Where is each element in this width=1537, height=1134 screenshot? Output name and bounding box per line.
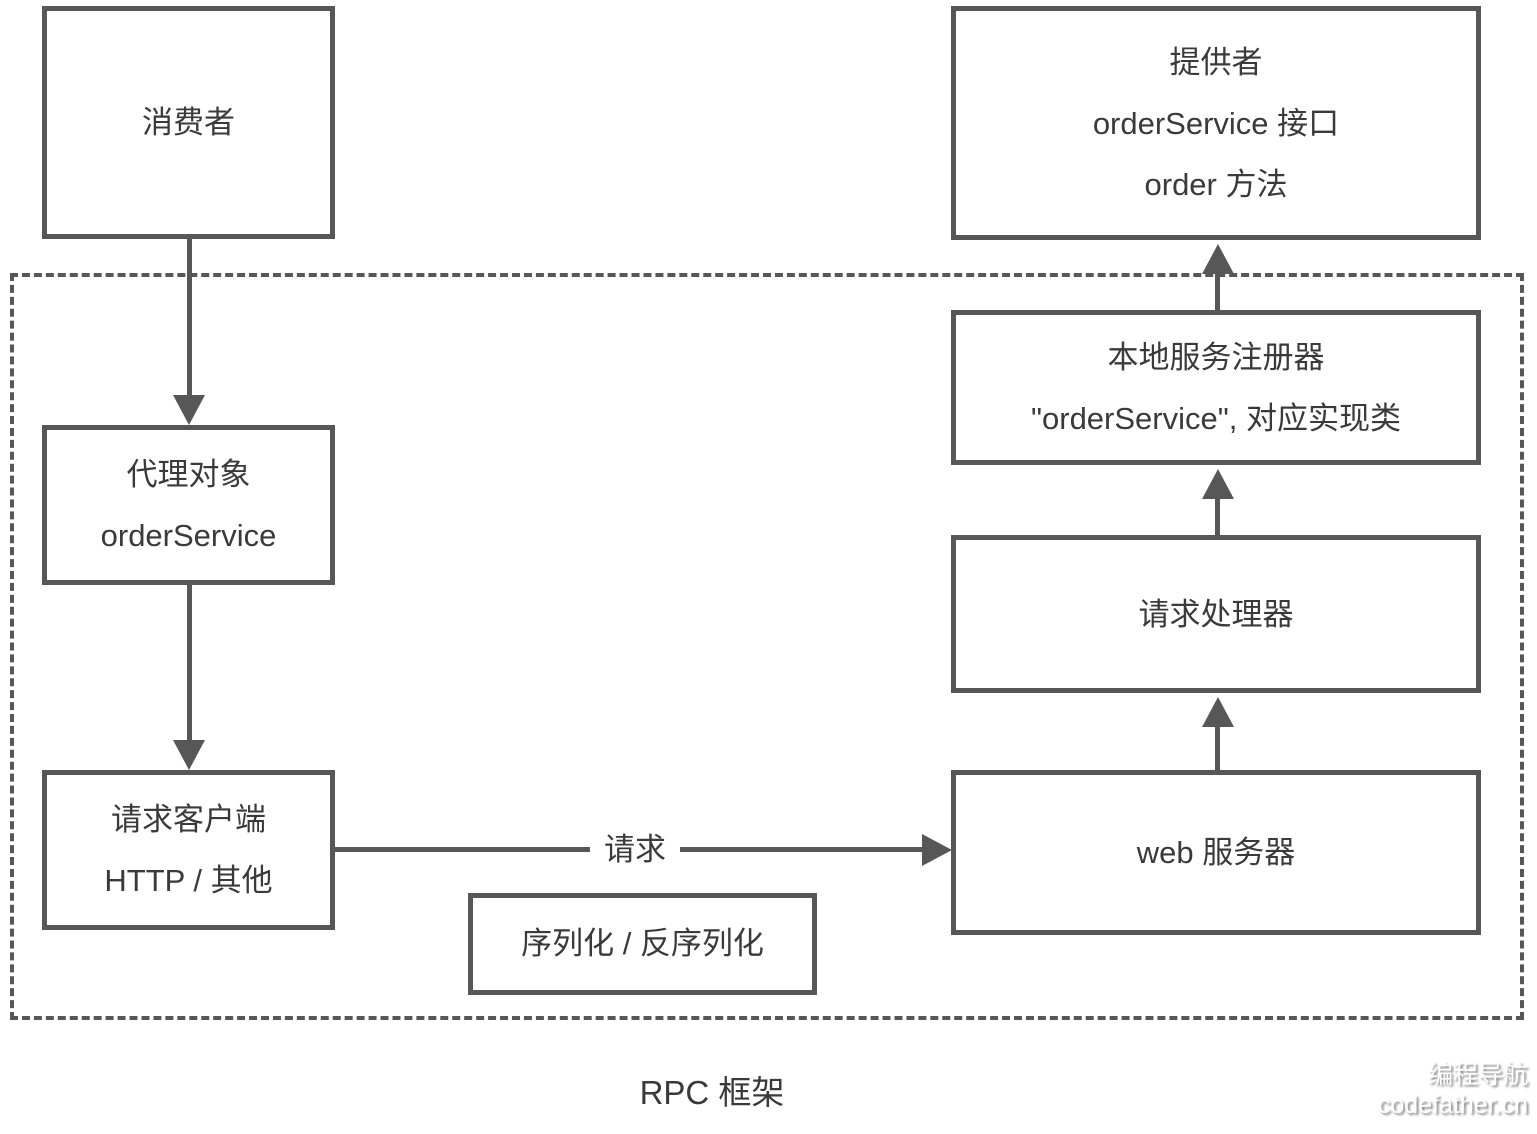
consumer-label: 消费者 (142, 105, 235, 140)
proxy-object-label: 代理对象 (126, 457, 251, 492)
web-server-box: web 服务器 (951, 770, 1481, 935)
provider-method-label: order 方法 (1144, 166, 1288, 202)
local-registry-box: 本地服务注册器 "orderService", 对应实现类 (951, 310, 1481, 465)
local-registry-mapping-label: "orderService", 对应实现类 (1031, 400, 1401, 436)
serializer-label: 序列化 / 反序列化 (521, 926, 764, 961)
provider-interface-label: orderService 接口 (1092, 105, 1340, 141)
request-client-protocol-label: HTTP / 其他 (104, 863, 273, 898)
proxy-object-service-label: orderService (100, 518, 277, 553)
serializer-box: 序列化 / 反序列化 (468, 893, 817, 995)
request-handler-box: 请求处理器 (951, 535, 1481, 693)
request-arrow-label: 请求 (590, 827, 680, 873)
request-client-box: 请求客户端 HTTP / 其他 (42, 770, 335, 930)
arrow-line (1215, 497, 1220, 535)
arrow-head-down-icon (173, 395, 205, 425)
arrow-line (1215, 725, 1220, 770)
arrow-line (1215, 272, 1220, 310)
arrow-head-up-icon (1202, 697, 1234, 727)
arrow-line (187, 239, 192, 397)
request-handler-label: 请求处理器 (1138, 596, 1294, 632)
provider-label: 提供者 (1169, 44, 1263, 80)
web-server-label: web 服务器 (1136, 835, 1296, 870)
proxy-object-box: 代理对象 orderService (42, 425, 335, 585)
arrow-head-up-icon (1202, 244, 1234, 274)
arrow-head-down-icon (173, 740, 205, 770)
arrow-line (187, 585, 192, 742)
local-registry-label: 本地服务注册器 (1107, 339, 1325, 375)
rpc-framework-dashed-boundary (10, 273, 1524, 1020)
watermark-brand: 编程导航 (1427, 1061, 1528, 1089)
watermark-url: codefather.cn (1377, 1091, 1528, 1119)
consumer-box: 消费者 (42, 6, 335, 239)
diagram-title: RPC 框架 (639, 1074, 785, 1111)
watermark: 编程导航 codefather.cn (1378, 1060, 1528, 1120)
arrow-head-right-icon (922, 834, 952, 866)
request-client-label: 请求客户端 (111, 802, 266, 837)
provider-box: 提供者 orderService 接口 order 方法 (951, 6, 1481, 240)
arrow-head-up-icon (1202, 469, 1234, 499)
